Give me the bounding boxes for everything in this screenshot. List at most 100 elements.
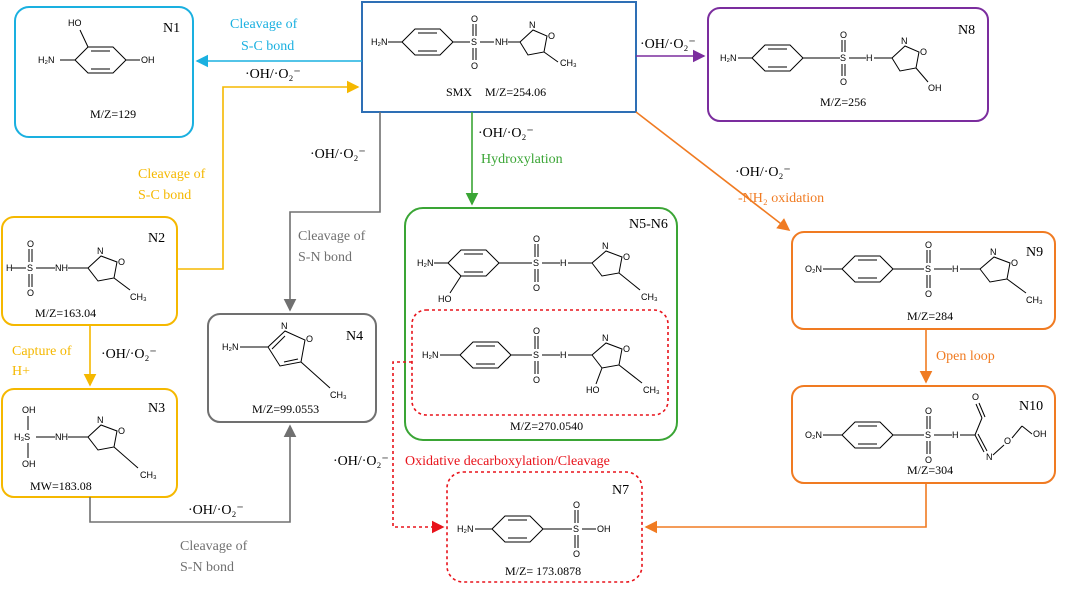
n6-o2: O: [533, 375, 540, 385]
n1-box: [14, 6, 194, 138]
smx-box: [361, 1, 637, 113]
n9-o1: O: [925, 240, 932, 250]
n7-o1: O: [573, 500, 580, 510]
n9-nh: H: [952, 264, 959, 274]
n9-ch3: CH₃: [1026, 295, 1043, 305]
smx-ring-o: O: [548, 31, 555, 41]
n5-ch3: CH₃: [641, 292, 658, 302]
n8-oh: OH: [928, 83, 942, 93]
n1-ho-top: HO: [68, 18, 82, 28]
label-cleavage-sn-1b: S-N bond: [298, 250, 352, 265]
n9-ring-o: O: [1011, 258, 1018, 268]
n5-structure: H₂N HO S O O H N O CH₃: [417, 234, 658, 304]
n4-id: N4: [346, 329, 363, 344]
label-cleavage-sc-1b: S-C bond: [241, 39, 294, 54]
n8-ring-o: O: [920, 47, 927, 57]
n2-ring-o: O: [118, 257, 125, 267]
n3-structure: OH H₃S OH NH N O CH₃: [14, 405, 157, 480]
label-reagent-n7: ·OH/·O₂⁻: [333, 454, 389, 469]
n5-nh: H: [560, 258, 567, 268]
n6-ho: HO: [586, 385, 600, 395]
smx-ch3: CH₃: [560, 58, 577, 68]
label-reagent-8: ·OH/·O₂⁻: [640, 37, 696, 52]
n2-id: N2: [148, 231, 165, 246]
smx-structure: H₂N S O O NH N O CH₃: [371, 14, 577, 71]
label-reagent-n3n4: ·OH/·O₂⁻: [188, 503, 244, 518]
n9-ring-n: N: [990, 247, 997, 257]
n5-s: S: [533, 258, 539, 268]
arrow-n3-to-n4: [89, 424, 297, 523]
n6-h2n: H₂N: [422, 350, 439, 360]
n10-n: N: [986, 452, 993, 462]
label-reagent-sn1: ·OH/·O₂⁻: [310, 147, 366, 162]
n5-ring-n: N: [602, 241, 609, 251]
n3-oh-top: OH: [22, 405, 36, 415]
n6-ch3: CH₃: [643, 385, 660, 395]
n7-oh: OH: [597, 524, 611, 534]
n5n6-box: [404, 207, 678, 441]
n6-nh: H: [560, 350, 567, 360]
n5n6-mass: M/Z=270.0540: [510, 419, 583, 433]
n10-structure: O₂N S O O H O N O OH: [805, 392, 1047, 465]
n8-id: N8: [958, 23, 975, 38]
n9-structure: O₂N S O O H N O CH₃: [805, 240, 1043, 305]
label-cleavage-sc-2b: S-C bond: [138, 188, 191, 203]
n4-ring-o: O: [306, 334, 313, 344]
n3-nh: NH: [55, 432, 68, 442]
n5-ho: HO: [438, 294, 452, 304]
n9-mass: M/Z=284: [907, 309, 953, 323]
n2-o2: O: [27, 288, 34, 298]
n8-s: S: [840, 53, 846, 63]
n2-nh: NH: [55, 263, 68, 273]
label-oxidative: Oxidative decarboxylation/Cleavage: [405, 454, 610, 469]
label-cleavage-sn-1a: Cleavage of: [298, 229, 366, 244]
label-cleavage-sc-1a: Cleavage of: [230, 17, 298, 32]
smx-mass: M/Z=254.06: [485, 85, 546, 99]
n3-mass: MW=183.08: [30, 479, 92, 493]
label-reagent-hydrox: ·OH/·O₂⁻: [478, 126, 534, 141]
n7-mass: M/Z= 173.0878: [505, 564, 581, 578]
n2-o1: O: [27, 239, 34, 249]
n10-o2: O: [925, 455, 932, 465]
n8-mass: M/Z=256: [820, 95, 866, 109]
n3-id: N3: [148, 401, 165, 416]
n1-id: N1: [163, 21, 180, 36]
n7-id: N7: [612, 483, 629, 498]
n7-o2: O: [573, 549, 580, 559]
smx-o1: O: [471, 14, 478, 24]
label-nh2-oxidation: -NH₂ oxidation: [738, 191, 824, 206]
n3-ring-n: N: [97, 415, 104, 425]
n2-ring-n: N: [97, 246, 104, 256]
n10-id: N10: [1019, 399, 1043, 414]
n3-ch3: CH₃: [140, 470, 157, 480]
label-capture-b: H+: [12, 364, 30, 379]
n6-ring-n: N: [602, 333, 609, 343]
n3-oh-bottom: OH: [22, 459, 36, 469]
n9-o2: O: [925, 289, 932, 299]
n7-h2n: H₂N: [457, 524, 474, 534]
n9-o2n: O₂N: [805, 264, 822, 274]
label-cleavage-sn-2a: Cleavage of: [180, 539, 248, 554]
n2-s: S: [27, 263, 33, 273]
n1-h2n: H₂N: [38, 55, 55, 65]
label-reagent-nh2: ·OH/·O₂⁻: [735, 165, 791, 180]
n5n6-id: N5-N6: [629, 217, 668, 232]
n5-o2: O: [533, 283, 540, 293]
arrow-smx-to-n9: [635, 111, 791, 231]
label-cleavage-sc-2a: Cleavage of: [138, 167, 206, 182]
n3-h3s: H₃S: [14, 432, 30, 442]
n4-h2n: H₂N: [222, 342, 239, 352]
n8-ring-n: N: [901, 36, 908, 46]
n1-mass: M/Z=129: [90, 107, 136, 121]
n6-o1: O: [533, 326, 540, 336]
n10-o-aldehyde: O: [972, 392, 979, 402]
n7-box: [446, 471, 643, 583]
label-hydroxylation: Hydroxylation: [481, 152, 563, 167]
n6-s: S: [533, 350, 539, 360]
n8-o2: O: [840, 77, 847, 87]
smx-s: S: [471, 37, 477, 47]
arrow-smx-to-n4: [283, 112, 381, 312]
n10-nh: H: [952, 430, 959, 440]
smx-nh: NH: [495, 37, 508, 47]
n4-box: [207, 313, 377, 423]
